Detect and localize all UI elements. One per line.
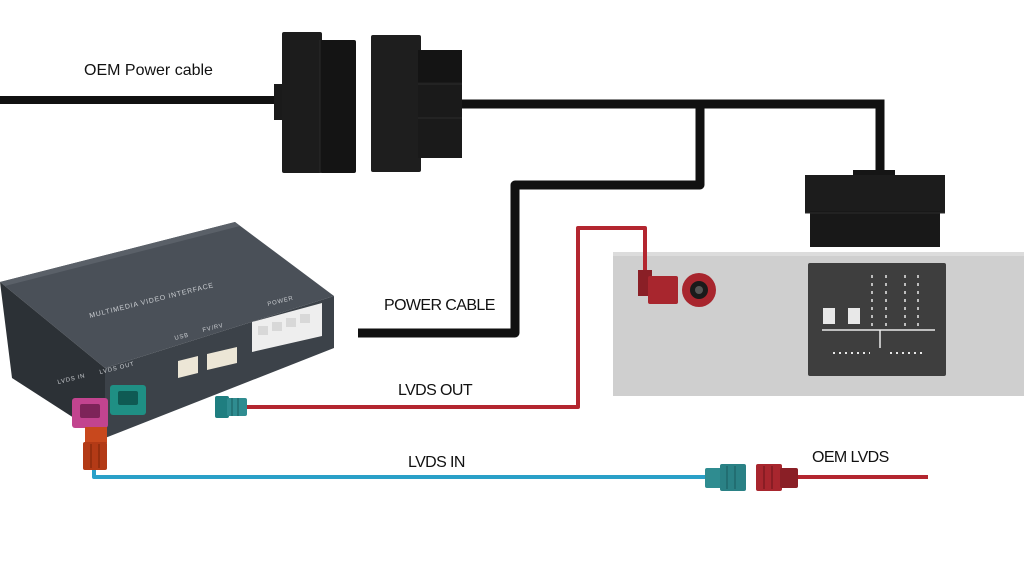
oem-power-plug-female [371, 35, 462, 172]
oem-power-cable [0, 96, 885, 338]
multimedia-video-interface-unit: MULTIMEDIA VIDEO INTERFACE POWER USB FV/… [0, 222, 334, 470]
screen-lvds-connector [638, 270, 716, 307]
unit-port-usb-label: USB [174, 333, 190, 342]
unit-port-fvrv-label: FV/RV [202, 323, 224, 334]
unit-fvrv-port [207, 347, 237, 370]
label-oem-power-cable: OEM Power cable [84, 62, 213, 79]
unit-power-port [252, 303, 322, 352]
oem-lvds-red-coupler [756, 464, 798, 491]
label-lvds-in: LVDS IN [408, 454, 465, 471]
lvds-out-teal-plug [215, 396, 247, 418]
label-oem-lvds: OEM LVDS [812, 449, 889, 466]
oem-power-plug-male [274, 32, 356, 173]
unit-lvds-in-plug [83, 427, 107, 470]
lvds-in-teal-coupler [705, 464, 746, 491]
label-lvds-out: LVDS OUT [398, 382, 473, 399]
unit-usb-port [178, 356, 198, 378]
label-power-cable: POWER CABLE [384, 297, 495, 314]
unit-lvds-in-port [72, 398, 108, 428]
oem-power-plug-screen [805, 170, 945, 247]
unit-lvds-out-port [110, 385, 146, 415]
oem-screen-unit [613, 252, 1024, 396]
lvds-in-cable [92, 467, 710, 479]
lvds-out-cable [245, 226, 647, 409]
